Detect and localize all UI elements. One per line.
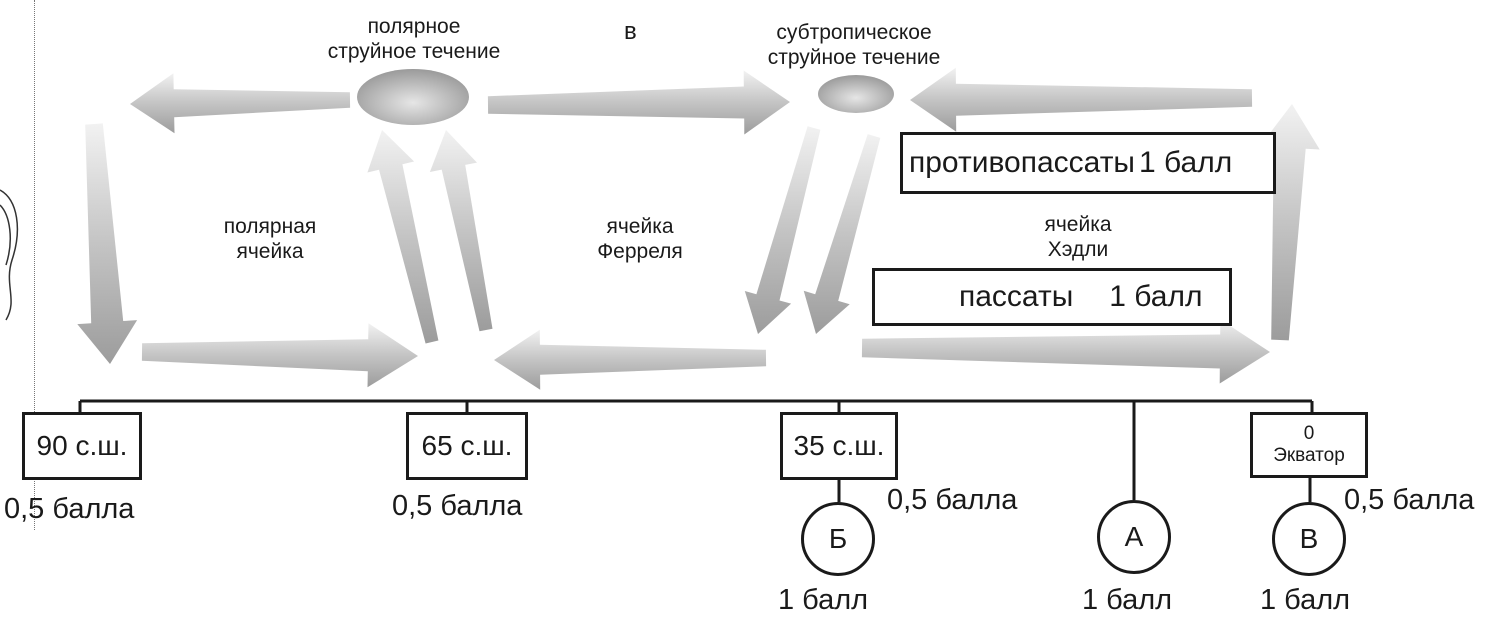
answer-circle-v: В bbox=[1272, 502, 1346, 576]
subtropical-jet-line1: субтропическое bbox=[776, 21, 932, 44]
circulation-arrows bbox=[77, 67, 1320, 390]
equator-score: 0,5 балла bbox=[1344, 484, 1475, 516]
latitude-35-box: 35 с.ш. bbox=[780, 412, 898, 480]
equator-degree: 0 bbox=[1303, 423, 1315, 445]
answer-circle-a: А bbox=[1097, 500, 1171, 574]
arrow-ferrel-sink-1 bbox=[744, 126, 821, 334]
ferrel-cell-label: ячейка Ферреля bbox=[570, 214, 710, 264]
antitrades-score: 1 балл bbox=[1139, 146, 1233, 179]
trades-label: пассаты bbox=[959, 280, 1074, 313]
latitude-35-score: 0,5 балла bbox=[887, 484, 1018, 516]
antitrades-label: противопассаты bbox=[909, 146, 1135, 179]
arrow-polar-rise-2 bbox=[429, 130, 493, 332]
arrow-ferrel-top bbox=[487, 70, 790, 135]
antitrades-box: противопассаты 1 балл bbox=[900, 132, 1276, 194]
dotted-margin-line bbox=[34, 0, 35, 530]
arrow-ferrel-bottom bbox=[494, 329, 767, 390]
polar-jet-line1: полярное bbox=[367, 15, 461, 38]
arrow-hadley-bottom bbox=[861, 319, 1270, 384]
trades-score: 1 балл bbox=[1109, 280, 1203, 313]
answer-v-score: 1 балл bbox=[1260, 584, 1351, 616]
arrow-ferrel-sink-2 bbox=[803, 134, 881, 334]
arrow-polar-top bbox=[130, 73, 351, 134]
answer-a-score: 1 балл bbox=[1082, 584, 1173, 616]
polar-cell-label: полярная ячейка bbox=[200, 214, 340, 264]
polar-jet-label: полярное струйное течение bbox=[306, 14, 522, 64]
arrow-polar-rise-1 bbox=[367, 130, 439, 344]
answer-circle-b: Б bbox=[801, 502, 875, 576]
equator-box: 0 Экватор bbox=[1250, 412, 1368, 478]
edge-scribble bbox=[0, 189, 19, 321]
hadley-cell-label: ячейка Хэдли bbox=[1008, 212, 1148, 262]
subtropical-jet-ellipse bbox=[818, 75, 894, 113]
subtropical-jet-line2: струйное течение bbox=[767, 46, 941, 70]
polar-cell-line2: ячейка bbox=[236, 240, 304, 264]
polar-cell-line1: полярная bbox=[223, 215, 317, 238]
ferrel-cell-line1: ячейка bbox=[606, 215, 674, 238]
hadley-cell-line2: Хэдли bbox=[1047, 238, 1109, 262]
arrow-polar-bottom bbox=[141, 323, 418, 388]
latitude-90-score: 0,5 балла bbox=[4, 493, 135, 525]
arrow-hadley-top bbox=[910, 67, 1253, 132]
ferrel-cell-line2: Ферреля bbox=[597, 240, 683, 264]
trades-box: пассаты 1 балл bbox=[872, 268, 1232, 326]
hadley-cell-line1: ячейка bbox=[1044, 213, 1112, 236]
latitude-90-box: 90 с.ш. bbox=[22, 412, 142, 480]
header-letter: в bbox=[624, 18, 637, 45]
equator-label: Экватор bbox=[1273, 445, 1345, 466]
latitude-65-box: 65 с.ш. bbox=[406, 412, 528, 480]
arrow-polar-left bbox=[77, 123, 138, 365]
subtropical-jet-label: субтропическое струйное течение bbox=[746, 20, 962, 70]
latitude-65-score: 0,5 балла bbox=[392, 490, 523, 522]
polar-jet-ellipse bbox=[357, 69, 469, 125]
answer-b-score: 1 балл bbox=[778, 584, 869, 616]
polar-jet-line2: струйное течение bbox=[327, 40, 501, 64]
